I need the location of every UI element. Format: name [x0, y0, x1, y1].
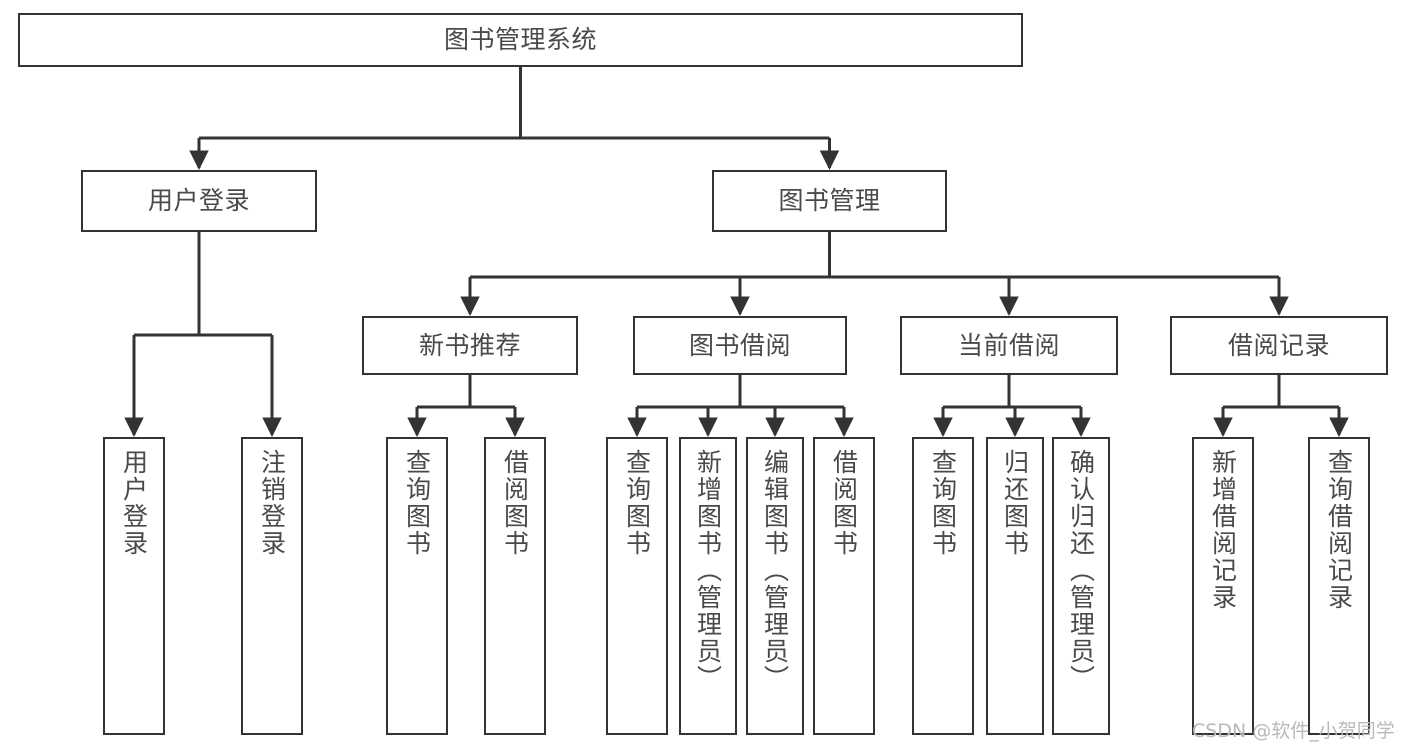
- node-label: 当前借阅: [957, 330, 1060, 360]
- node-records[interactable]: 借阅记录: [1170, 316, 1388, 375]
- node-label: 用户登录: [119, 449, 149, 557]
- node-label: 借阅记录: [1227, 330, 1330, 360]
- node-leaf-borrow-4[interactable]: 借阅图书: [813, 437, 875, 735]
- node-label: 新增借阅记录: [1208, 449, 1238, 611]
- node-label: 借阅图书: [829, 449, 859, 557]
- node-label: 注销登录: [257, 449, 287, 557]
- node-leaf-login-1[interactable]: 用户登录: [103, 437, 165, 735]
- node-label: 图书管理系统: [443, 25, 597, 55]
- watermark-label: CSDN @软件_小贺同学: [1192, 720, 1395, 742]
- node-label: 图书借阅: [688, 330, 791, 360]
- node-leaf-current-3[interactable]: 确认归还（管理员）: [1052, 437, 1110, 735]
- node-leaf-current-1[interactable]: 查询图书: [912, 437, 974, 735]
- node-current[interactable]: 当前借阅: [900, 316, 1118, 375]
- node-label: 查询图书: [928, 449, 958, 557]
- node-label: 编辑图书（管理员）: [760, 449, 790, 692]
- node-label: 借阅图书: [500, 449, 530, 557]
- node-label: 新增图书（管理员）: [693, 449, 723, 692]
- node-leaf-login-2[interactable]: 注销登录: [241, 437, 303, 735]
- node-label: 图书管理: [778, 186, 881, 216]
- node-label: 归还图书: [1000, 449, 1030, 557]
- node-label: 查询图书: [402, 449, 432, 557]
- node-leaf-records-1[interactable]: 新增借阅记录: [1192, 437, 1254, 735]
- node-bookmgmt[interactable]: 图书管理: [712, 170, 947, 232]
- node-label: 新书推荐: [418, 330, 521, 360]
- node-label: 用户登录: [147, 186, 250, 216]
- node-borrow[interactable]: 图书借阅: [633, 316, 847, 375]
- node-label: 确认归还（管理员）: [1066, 449, 1096, 692]
- node-leaf-newbook-1[interactable]: 查询图书: [386, 437, 448, 735]
- node-newbook[interactable]: 新书推荐: [362, 316, 578, 375]
- node-label: 查询借阅记录: [1324, 449, 1354, 611]
- node-root[interactable]: 图书管理系统: [18, 13, 1023, 67]
- edge-paths: [124, 67, 1349, 437]
- node-leaf-newbook-2[interactable]: 借阅图书: [484, 437, 546, 735]
- node-login[interactable]: 用户登录: [81, 170, 317, 232]
- node-label: 查询图书: [622, 449, 652, 557]
- node-leaf-records-2[interactable]: 查询借阅记录: [1308, 437, 1370, 735]
- node-leaf-current-2[interactable]: 归还图书: [986, 437, 1044, 735]
- node-leaf-borrow-3[interactable]: 编辑图书（管理员）: [746, 437, 804, 735]
- node-leaf-borrow-1[interactable]: 查询图书: [606, 437, 668, 735]
- node-leaf-borrow-2[interactable]: 新增图书（管理员）: [679, 437, 737, 735]
